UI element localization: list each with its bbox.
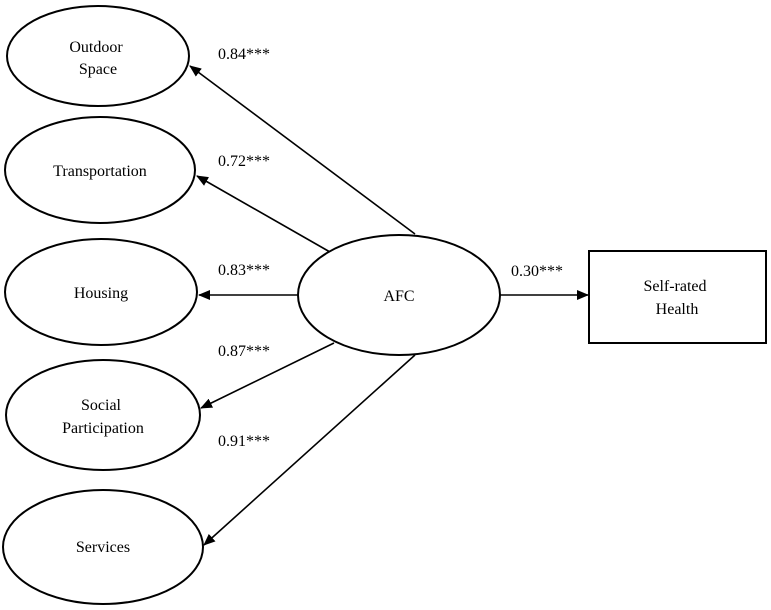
factor-outdoor-space-label-line-1: Outdoor (69, 39, 123, 56)
coefficient-transportation: 0.72*** (218, 153, 270, 170)
path-afc-to-transportation (196, 175, 331, 253)
factor-housing-label: Housing (74, 285, 128, 302)
factor-social-participation: Social Participation (5, 359, 201, 471)
factor-outdoor-space-label: Outdoor Space (69, 39, 126, 78)
factor-transportation: Transportation (4, 116, 196, 224)
construct-afc-label: AFC (383, 288, 414, 305)
factor-services-label: Services (76, 539, 130, 556)
factor-social-participation-label-line-2: Participation (62, 420, 144, 437)
coefficient-outdoor-space: 0.84*** (218, 46, 270, 63)
outcome-self-rated-health-label-line-1: Self-rated (643, 278, 706, 295)
paths (189, 65, 589, 546)
outcome-self-rated-health-label-line-2: Health (656, 301, 699, 318)
factor-services: Services (2, 489, 204, 605)
path-afc-to-services (203, 354, 416, 546)
factor-housing: Housing (4, 238, 198, 346)
outcome-self-rated-health: Self-rated Health (588, 250, 767, 344)
factor-transportation-ellipse (4, 116, 196, 224)
outcome-self-rated-health-label: Self-rated Health (643, 278, 710, 318)
factor-transportation-label: Transportation (53, 163, 147, 180)
path-afc-to-outdoor-space (189, 65, 416, 235)
coefficient-services: 0.91*** (218, 433, 270, 450)
factor-social-participation-label-line-1: Social (81, 397, 122, 414)
factor-outdoor-space: Outdoor Space (6, 5, 190, 107)
construct-afc: AFC (297, 234, 501, 356)
factor-social-participation-ellipse (5, 359, 201, 471)
coefficient-social-participation: 0.87*** (218, 343, 270, 360)
factor-housing-ellipse (4, 238, 198, 346)
coefficient-housing: 0.83*** (218, 262, 270, 279)
factor-services-ellipse (2, 489, 204, 605)
factor-outdoor-space-ellipse (6, 5, 190, 107)
path-coefficients: 0.84*** 0.72*** 0.83*** 0.87*** 0.91*** … (218, 46, 563, 450)
factor-social-participation-label: Social Participation (62, 397, 144, 437)
construct-afc-ellipse (297, 234, 501, 356)
factor-outdoor-space-label-line-2: Space (79, 61, 117, 78)
coefficient-self-rated-health: 0.30*** (511, 263, 563, 280)
path-afc-to-social-participation (200, 342, 335, 409)
outcome-self-rated-health-box (588, 250, 767, 344)
